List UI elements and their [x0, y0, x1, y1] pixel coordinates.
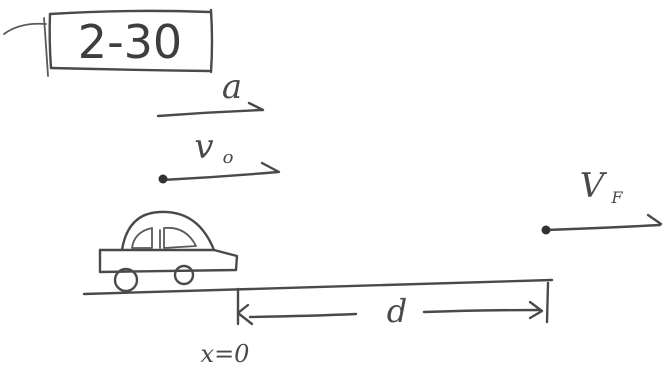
problem-number-box: 2-30	[3, 8, 214, 77]
final-position-dot	[541, 225, 551, 235]
distance-label: d	[387, 292, 407, 330]
initial-velocity-subscript: o	[223, 147, 234, 168]
car-front-wheel	[173, 264, 195, 286]
acceleration-label: a	[222, 67, 242, 107]
acceleration-annotation: a	[156, 67, 265, 118]
acceleration-arrow	[156, 108, 264, 118]
road-line	[82, 278, 554, 296]
final-velocity-arrow	[544, 223, 662, 232]
car-icon	[98, 210, 239, 293]
final-velocity-label: V	[580, 166, 608, 206]
initial-velocity-label: v	[194, 127, 213, 167]
problem-number: 2-30	[78, 15, 182, 69]
initial-velocity-arrow	[160, 170, 280, 182]
final-velocity-subscript: F	[610, 188, 623, 207]
initial-velocity-annotation: v o	[158, 127, 281, 184]
origin-label: x=0	[201, 340, 250, 368]
distance-dimension: d	[236, 281, 550, 330]
car-position-dot	[158, 174, 168, 184]
final-velocity-annotation: V F	[541, 166, 663, 235]
car-rear-wheel	[113, 267, 139, 293]
end-bracket	[545, 281, 550, 324]
